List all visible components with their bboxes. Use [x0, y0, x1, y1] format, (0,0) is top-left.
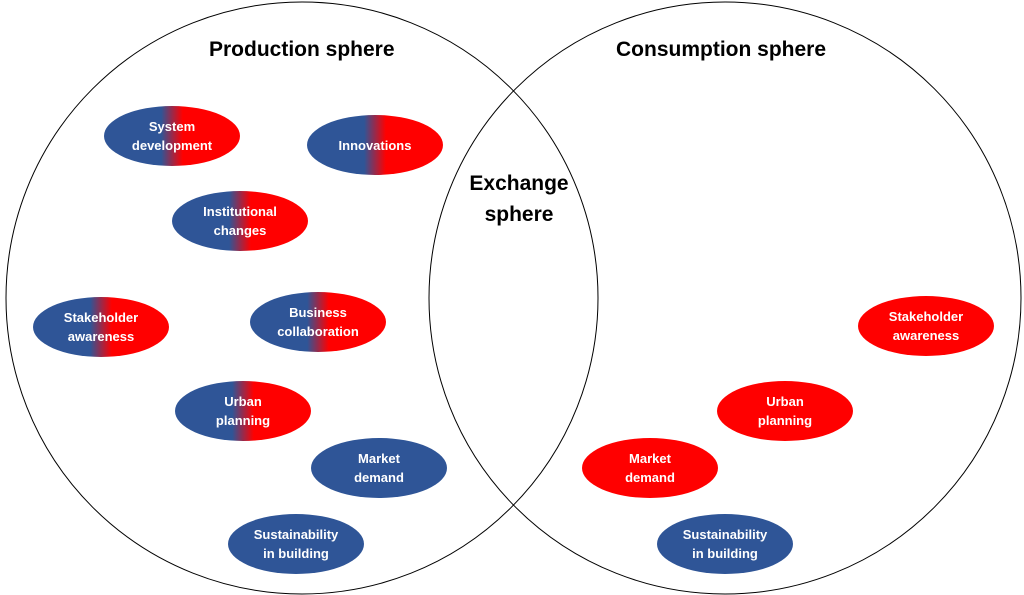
node-label-line1: Stakeholder — [888, 309, 964, 324]
node-label-line2: in building — [692, 546, 758, 561]
node-label-line2: planning — [215, 413, 271, 428]
exchange-sphere-title: Exchange sphere — [444, 168, 594, 230]
node-business-collaboration: Business collaboration — [250, 292, 386, 352]
node-label-line2: collaboration — [277, 324, 359, 339]
node-label-line1: Stakeholder — [63, 310, 139, 325]
node-market-demand-production: Market demand — [311, 438, 447, 498]
node-market-demand-consumption: Market demand — [582, 438, 718, 498]
node-label-line1: Business — [289, 305, 347, 320]
production-sphere-circle — [5, 1, 599, 595]
node-label-line1: Market — [629, 451, 671, 466]
exchange-sphere-title-line1: Exchange — [469, 172, 569, 195]
node-label-line2: in building — [263, 546, 329, 561]
node-label-line2: development — [131, 138, 213, 153]
consumption-sphere-circle — [428, 1, 1022, 595]
node-innovations: Innovations — [307, 115, 443, 175]
node-stakeholder-awareness-consumption: Stakeholder awareness — [858, 296, 994, 356]
node-institutional-changes: Institutional changes — [172, 191, 308, 251]
node-label-line1: Sustainability — [253, 527, 339, 542]
production-sphere-title: Production sphere — [209, 38, 395, 61]
node-label-line2: demand — [625, 470, 675, 485]
node-label-line1: Market — [358, 451, 400, 466]
node-stakeholder-awareness-production: Stakeholder awareness — [33, 297, 169, 357]
node-label-line1: Institutional — [203, 204, 277, 219]
consumption-sphere-title: Consumption sphere — [616, 38, 827, 61]
node-sustainability-production: Sustainability in building — [228, 514, 364, 574]
node-label-line2: awareness — [892, 328, 960, 343]
node-label-line2: planning — [757, 413, 813, 428]
node-label-line2: demand — [354, 470, 404, 485]
node-label-line2: changes — [213, 223, 267, 238]
node-urban-planning-production: Urban planning — [175, 381, 311, 441]
node-label-line1: Innovations — [338, 137, 412, 153]
node-label-line1: Urban — [224, 394, 262, 409]
exchange-sphere-title-line2: sphere — [484, 203, 554, 226]
node-label-line2: awareness — [67, 329, 135, 344]
node-label-line1: System — [148, 119, 196, 134]
node-urban-planning-consumption: Urban planning — [717, 381, 853, 441]
node-label-line1: Urban — [766, 394, 804, 409]
node-sustainability-consumption: Sustainability in building — [657, 514, 793, 574]
node-label-line1: Sustainability — [682, 527, 768, 542]
node-system-development: System development — [104, 106, 240, 166]
